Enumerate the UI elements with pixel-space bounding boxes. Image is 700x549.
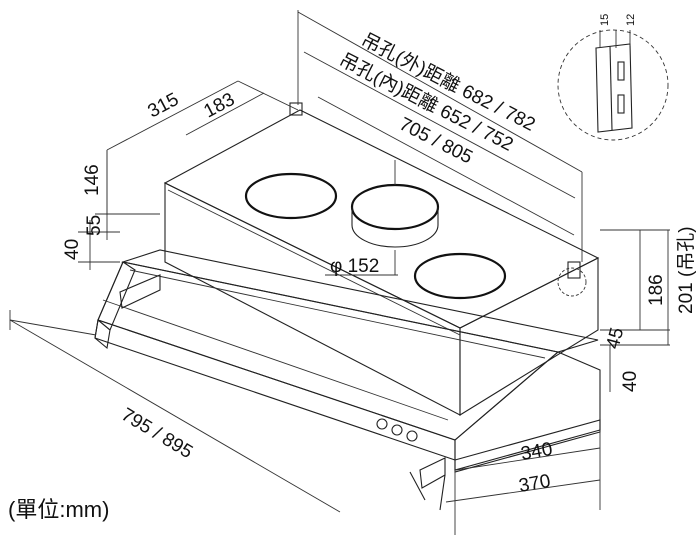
dim-total-width: 795 / 895: [117, 404, 196, 463]
dim-duct-diameter: φ 152: [330, 256, 379, 277]
dim-front-lip-top: 55: [84, 215, 105, 236]
rear-bracket-left: [289, 102, 303, 116]
bracket-detail-view: [557, 29, 669, 141]
control-knob-3: [406, 430, 418, 442]
dimension-lines: [9, 10, 670, 535]
dim-bottom-370: 370: [517, 471, 552, 497]
rear-bracket-right: [557, 261, 587, 297]
control-knob-1: [376, 418, 388, 430]
dim-bottom-340: 340: [519, 439, 554, 465]
dim-right-small: 45: [603, 325, 629, 351]
dim-right-height: 186: [646, 274, 667, 306]
detail-dim-b: 12: [625, 14, 637, 26]
duct-opening-right: [413, 252, 507, 300]
dim-right-lower: 40: [620, 371, 641, 392]
duct-collar-center: [350, 183, 440, 248]
control-knob-2: [391, 424, 403, 436]
dim-front-lip: 40: [62, 239, 83, 260]
unit-note: (單位:mm): [8, 497, 110, 522]
hood-lower-canopy: [94, 249, 601, 511]
dim-right-height-hanging: 201 (吊孔): [675, 226, 697, 314]
duct-opening-left: [244, 172, 338, 220]
dim-depth-top: 183: [200, 89, 238, 122]
dim-depth-total: 315: [144, 89, 182, 122]
detail-dim-a: 15: [599, 14, 611, 26]
dim-body-height: 146: [82, 164, 103, 196]
hood-top-box: [163, 109, 600, 416]
